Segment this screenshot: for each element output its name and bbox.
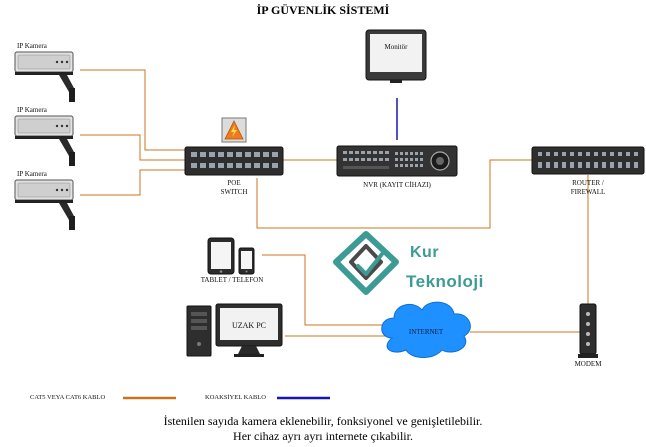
camera-3: [14, 179, 75, 230]
poe-switch: [184, 146, 284, 176]
phone-device: [238, 247, 255, 275]
logo-text-line1: Kur: [410, 244, 440, 261]
remote-pc-tower: [186, 305, 212, 357]
router-label-line1: ROUTER /: [572, 179, 604, 187]
remote-pc-monitor: [215, 303, 283, 357]
remote-pc-label: UZAK PC: [231, 321, 266, 330]
footer-line1: İstenilen sayıda kamera eklenebilir, fon…: [163, 414, 483, 428]
camera-1: [14, 51, 75, 102]
router-device: [531, 146, 645, 175]
internet-cloud: [381, 301, 471, 358]
camera-3-label: IP Kamera: [17, 170, 47, 178]
poe-switch-label-line2: SWITCH: [220, 188, 248, 196]
lightning-icon: [221, 117, 247, 143]
camera-1-label: IP Kamera: [17, 42, 47, 50]
legend-coax-label: KOAKSİYEL KABLO: [205, 394, 266, 401]
router-label-line2: FIREWALL: [570, 188, 606, 196]
cable-tablet-internet: [262, 254, 388, 326]
tablet-device: [207, 237, 235, 275]
nvr-label: NVR (KAYIT CİHAZI): [363, 181, 431, 189]
cable-camera3-switch: [80, 169, 185, 196]
kur-teknoloji-logo: [333, 231, 399, 295]
cable-camera1-switch: [80, 69, 185, 151]
poe-switch-label-line1: POE: [227, 179, 241, 187]
diagram-title: İP GÜVENLİK SİSTEMİ: [256, 3, 390, 17]
internet-label: INTERNET: [408, 328, 444, 336]
nvr-device: [336, 145, 458, 177]
cat-cables: [80, 69, 589, 337]
cable-camera2-switch: [80, 134, 185, 161]
monitor-device: [365, 29, 427, 83]
modem-label: MODEM: [574, 360, 602, 368]
footer-line2: Her cihaz ayrı ayrı internete çıkabilir.: [233, 429, 413, 443]
modem-device: [578, 303, 598, 358]
legend-cat-label: CAT5 VEYA CAT6 KABLO: [30, 394, 106, 401]
monitor-label: Monitör: [384, 43, 408, 51]
logo-text-line2: Teknoloji: [406, 272, 484, 291]
camera-2-label: IP Kamera: [17, 106, 47, 114]
cable-switch-router: [256, 159, 532, 229]
tablet-phone-label: TABLET / TELEFON: [200, 276, 264, 284]
camera-2: [14, 115, 75, 166]
